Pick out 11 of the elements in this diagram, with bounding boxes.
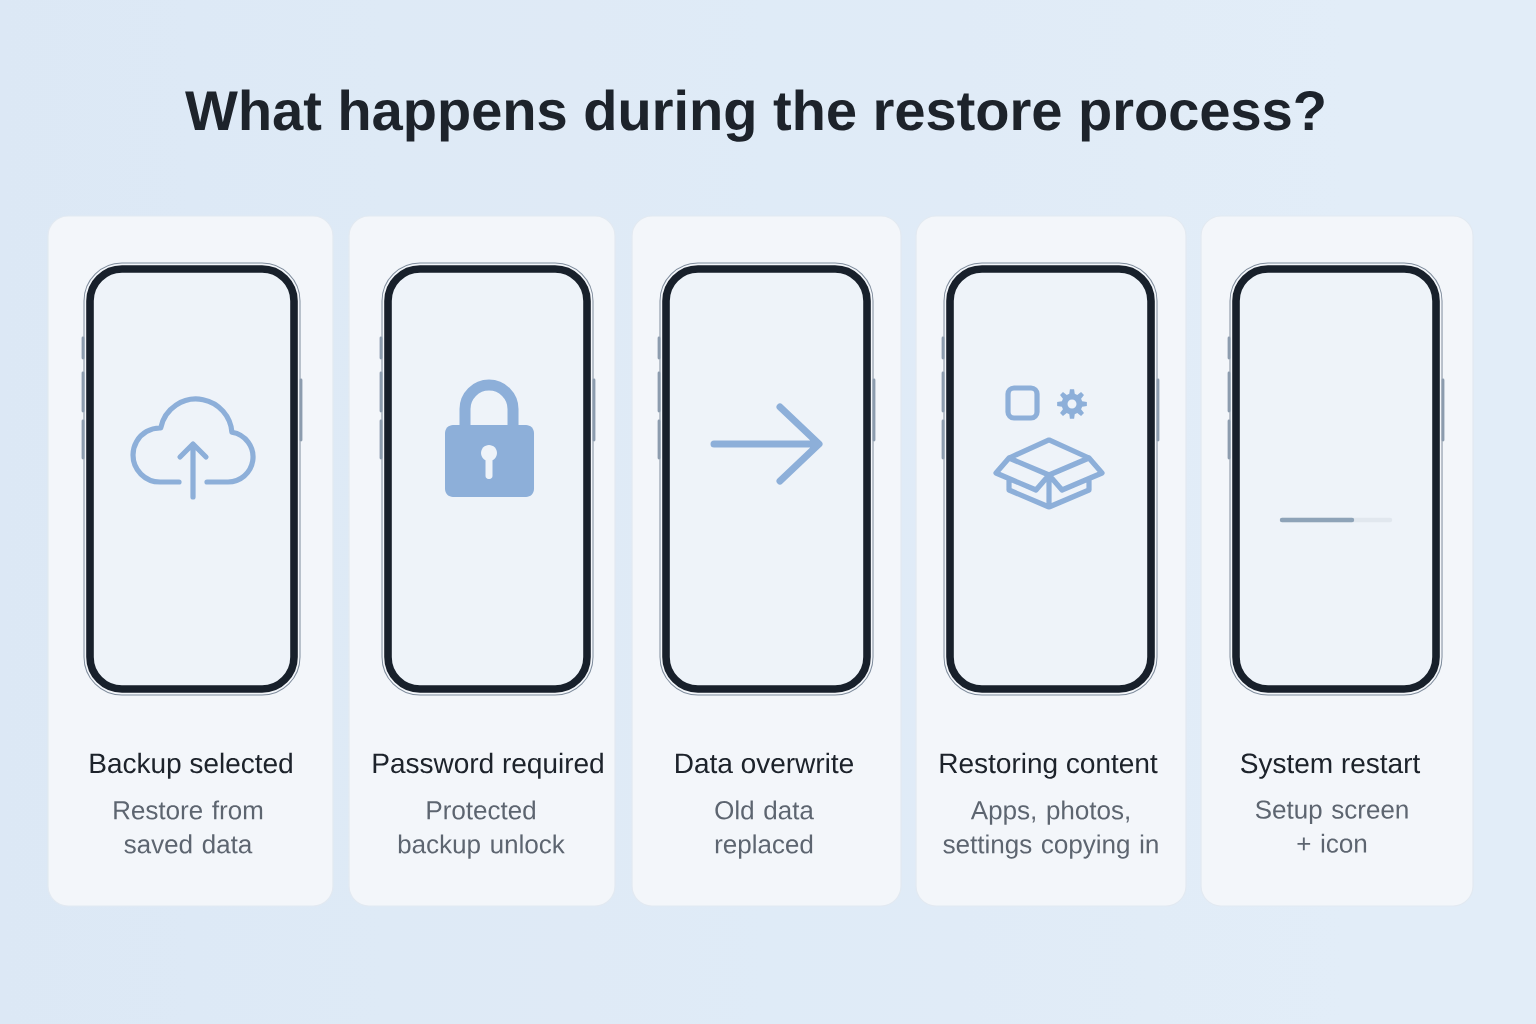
step-description: Old data replaced xyxy=(715,800,814,859)
step-title: Password required xyxy=(373,752,603,779)
step-title: System restart xyxy=(1241,753,1421,779)
step-title: Data overwrite xyxy=(676,752,853,774)
title: What happens during the restore process? xyxy=(185,89,1324,142)
step-description: Protected backup unlock xyxy=(398,800,565,859)
step-description: Restore from saved data xyxy=(114,800,263,854)
step-description: Apps, photos, settings copying in xyxy=(943,800,1158,859)
step-title: Restoring content xyxy=(940,752,1158,779)
step-description: Setup screen + icon xyxy=(1255,800,1408,853)
step-title: Backup selected xyxy=(90,752,292,779)
